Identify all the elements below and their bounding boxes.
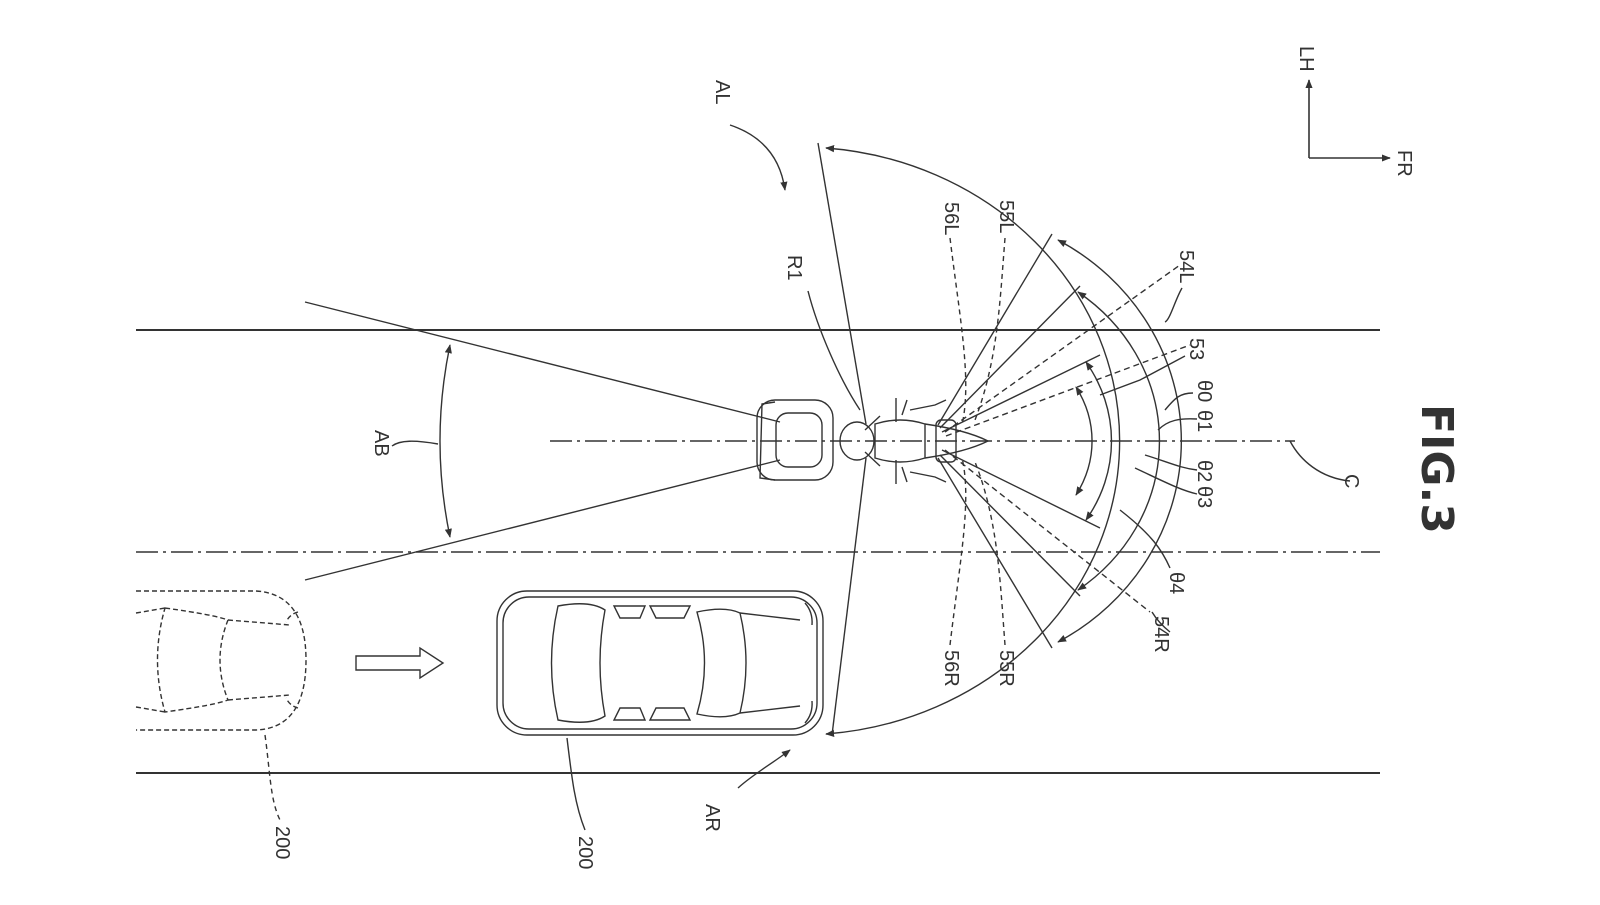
range-line-53u [941,354,1101,433]
theta4-arc [1075,386,1093,496]
rear-range-line-upper [304,301,781,423]
l54l-leader [1164,287,1183,323]
l53-leader [1099,355,1186,396]
vehicle-side [496,590,824,736]
theta2-arc [1077,291,1161,591]
label-al: AL [711,80,733,104]
label-theta2: θ2 [1193,460,1215,482]
ab-arc [439,344,452,538]
label-55l: 55L [995,200,1017,233]
range-line-55l [937,233,1053,426]
al-leader [729,124,788,191]
direction-fr-label: FR [1393,150,1415,177]
range-line-54r [939,454,1081,597]
label-vehicle-side: 200 [574,836,596,869]
l55r-leader [974,461,1006,646]
label-ab: AB [370,430,392,457]
label-theta4: θ4 [1165,572,1187,594]
motorcycle [756,398,990,484]
label-vehicle-rear: 200 [271,826,293,859]
range-line-54l [939,285,1081,429]
front-range-arc [825,145,1121,737]
vehicle-rear [135,590,307,731]
radar-axis-54r [944,449,1151,613]
theta1-leader [1157,418,1198,431]
label-c: C [1340,474,1362,488]
movement-arrow [355,646,445,680]
label-53: 53 [1185,338,1207,360]
label-theta3: θ3 [1193,486,1215,508]
theta4-leader [1119,509,1171,569]
side-vehicle-leader [566,737,586,831]
l56r-leader [949,457,967,646]
ar-leader [737,749,791,789]
label-54l: 54L [1175,250,1197,283]
theta3-leader [1134,467,1198,495]
r1-leader [807,290,861,411]
boundary-line-lower [831,457,867,736]
l54r-leader [1151,611,1171,633]
range-line-53l [941,449,1101,529]
theta2-leader [1144,454,1198,471]
rear-range-line-lower [304,459,781,581]
label-ar: AR [701,804,723,832]
figure-title: FIG.3 [1411,404,1462,534]
c-leader [1289,440,1351,482]
theta0-leader [1164,392,1194,411]
theta1-arc [1057,239,1183,643]
theta3-arc [1085,361,1113,521]
radar-axis-53 [945,344,1191,437]
label-55r: 55R [995,650,1017,687]
direction-lh-label: LH [1295,46,1317,72]
label-54r: 54R [1150,616,1172,653]
l56l-leader [949,237,967,426]
label-56r: 56R [940,650,962,687]
l55l-leader [974,237,1006,421]
label-r1: R1 [783,255,805,281]
label-56l: 56L [940,202,962,235]
label-theta1: θ1 [1193,410,1215,432]
rear-vehicle-leader [264,734,281,821]
label-theta0: θ0 [1193,380,1215,402]
boundary-line-upper [817,142,867,425]
ab-leader [391,440,439,447]
range-line-55r [937,457,1053,649]
